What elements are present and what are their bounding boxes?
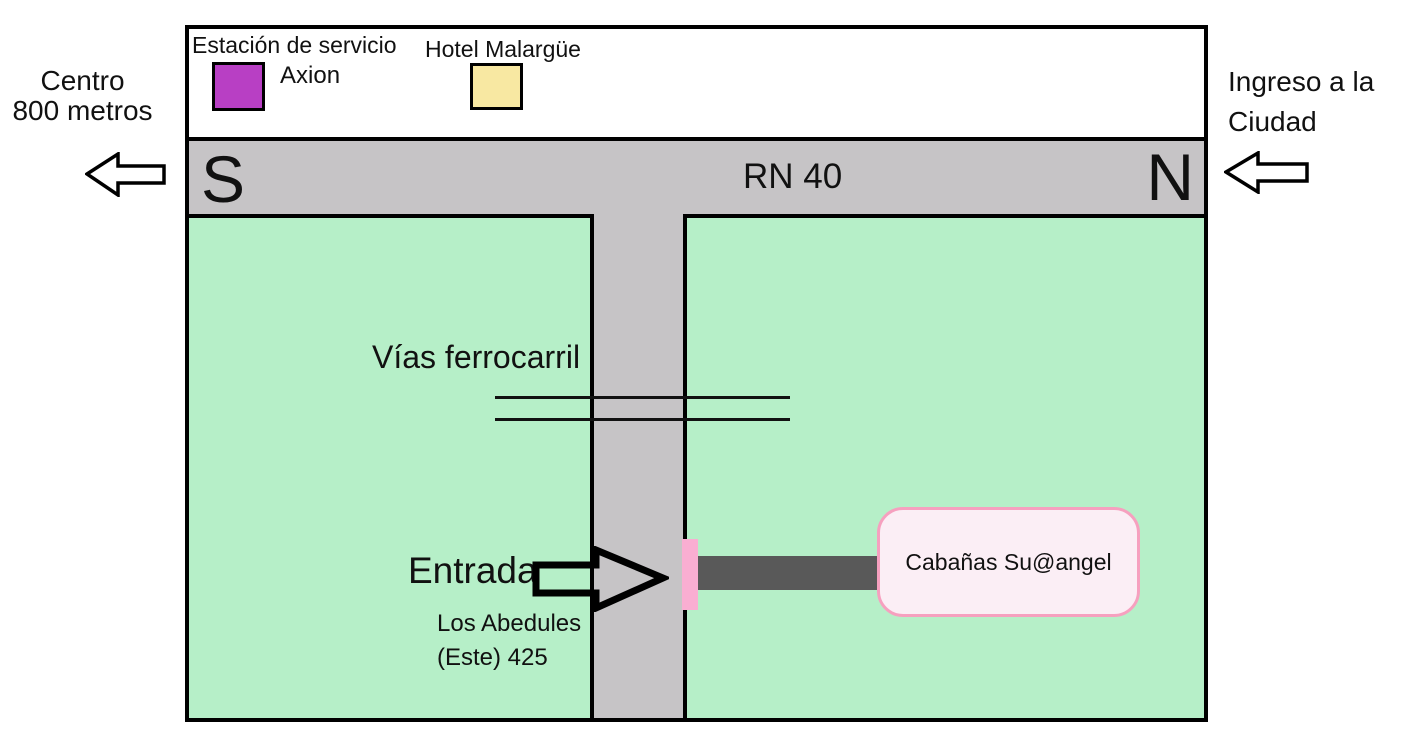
legend-hotel-label: Hotel Malargüe [425,36,581,62]
arrow-left-icon [85,152,166,197]
entrance-gate-marker [682,539,698,610]
destination-box: Cabañas Su@angel [877,507,1140,617]
railway-label: Vías ferrocarril [372,339,581,375]
railway-track-line [495,418,790,421]
destination-label: Cabañas Su@angel [905,548,1112,575]
entrance-address: Los Abedules (Este) 425 [437,607,581,675]
highway-north-label: N [1146,140,1194,214]
highway-south-label: S [201,142,246,216]
west-annotation-line1: Centro [40,65,125,96]
west-annotation-line2: 800 metros [12,95,153,126]
map-frame: Estación de servicio Axion Hotel Malargü… [185,25,1208,722]
city-block-east [683,214,1204,718]
legend-station-swatch [212,62,265,111]
arrow-right-icon [532,546,669,612]
side-road [594,218,683,718]
highway-name-label: RN 40 [743,157,843,196]
entrance-address-line2: (Este) 425 [437,644,548,671]
legend-bar: Estación de servicio Axion Hotel Malargü… [189,29,1204,141]
railway-track-line [495,396,790,399]
legend-hotel-swatch [470,63,523,110]
east-annotation: Ingreso a la Ciudad [1228,62,1398,142]
east-annotation-line2: Ciudad [1228,106,1317,137]
west-annotation: Centro 800 metros [5,66,160,126]
entrance-label: Entrada [408,550,538,591]
highway-rn40: S RN 40 N [189,140,1204,218]
east-annotation-line1: Ingreso a la [1228,66,1375,97]
entrance-address-line1: Los Abedules [437,610,582,637]
arrow-left-icon [1224,151,1309,194]
driveway [694,556,878,590]
legend-station-label-line2: Axion [280,62,341,89]
legend-station-label-line1: Estación de servicio [192,32,397,58]
city-block-west [189,214,594,718]
